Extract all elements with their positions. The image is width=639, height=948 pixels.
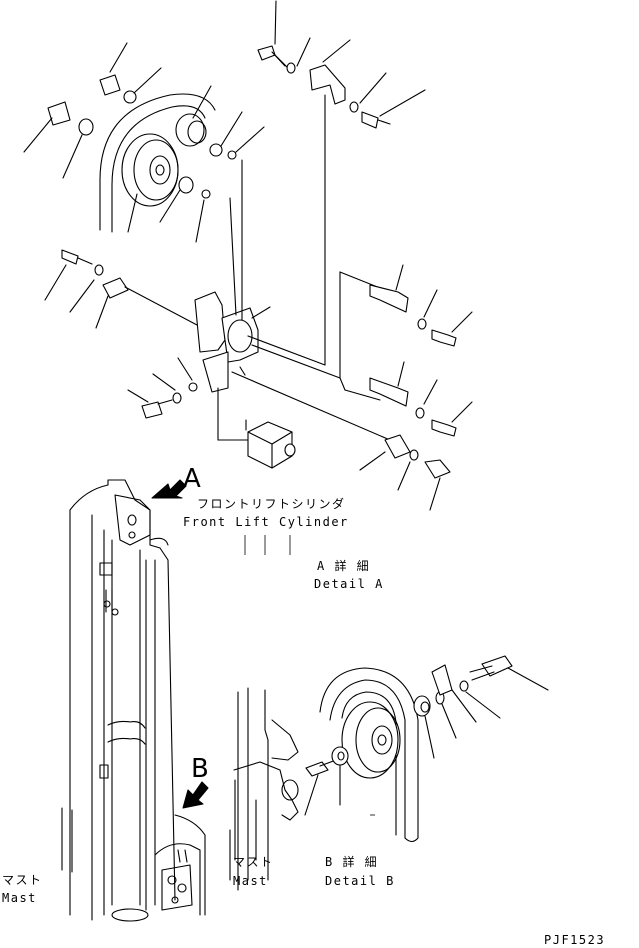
mast-assembly [61, 479, 206, 922]
drawing-number: PJF1523 [544, 933, 605, 947]
front-lift-cylinder-en-label: Front Lift Cylinder [183, 515, 349, 529]
detail-a-jp-label: A 詳 細 [317, 558, 370, 573]
detail-a-en-label: Detail A [314, 577, 384, 591]
callout-b-label: B [191, 754, 209, 784]
detail-b-assembly [229, 655, 549, 891]
detail-a-assembly [23, 0, 473, 555]
mast-left-jp-label: マスト [2, 873, 43, 887]
callout-a-label: A [183, 464, 201, 494]
mast-left-en-label: Mast [2, 891, 37, 905]
mast-center-en-label: Mast [233, 874, 268, 888]
detail-b-jp-label: B 詳 細 [325, 854, 378, 869]
callout-a-arrow [151, 479, 187, 499]
front-lift-cylinder-jp-label: フロントリフトシリンダ [197, 496, 346, 511]
callout-b-arrow [182, 781, 209, 809]
mast-center-jp-label: マスト [233, 855, 274, 869]
detail-b-en-label: Detail B [325, 874, 395, 888]
